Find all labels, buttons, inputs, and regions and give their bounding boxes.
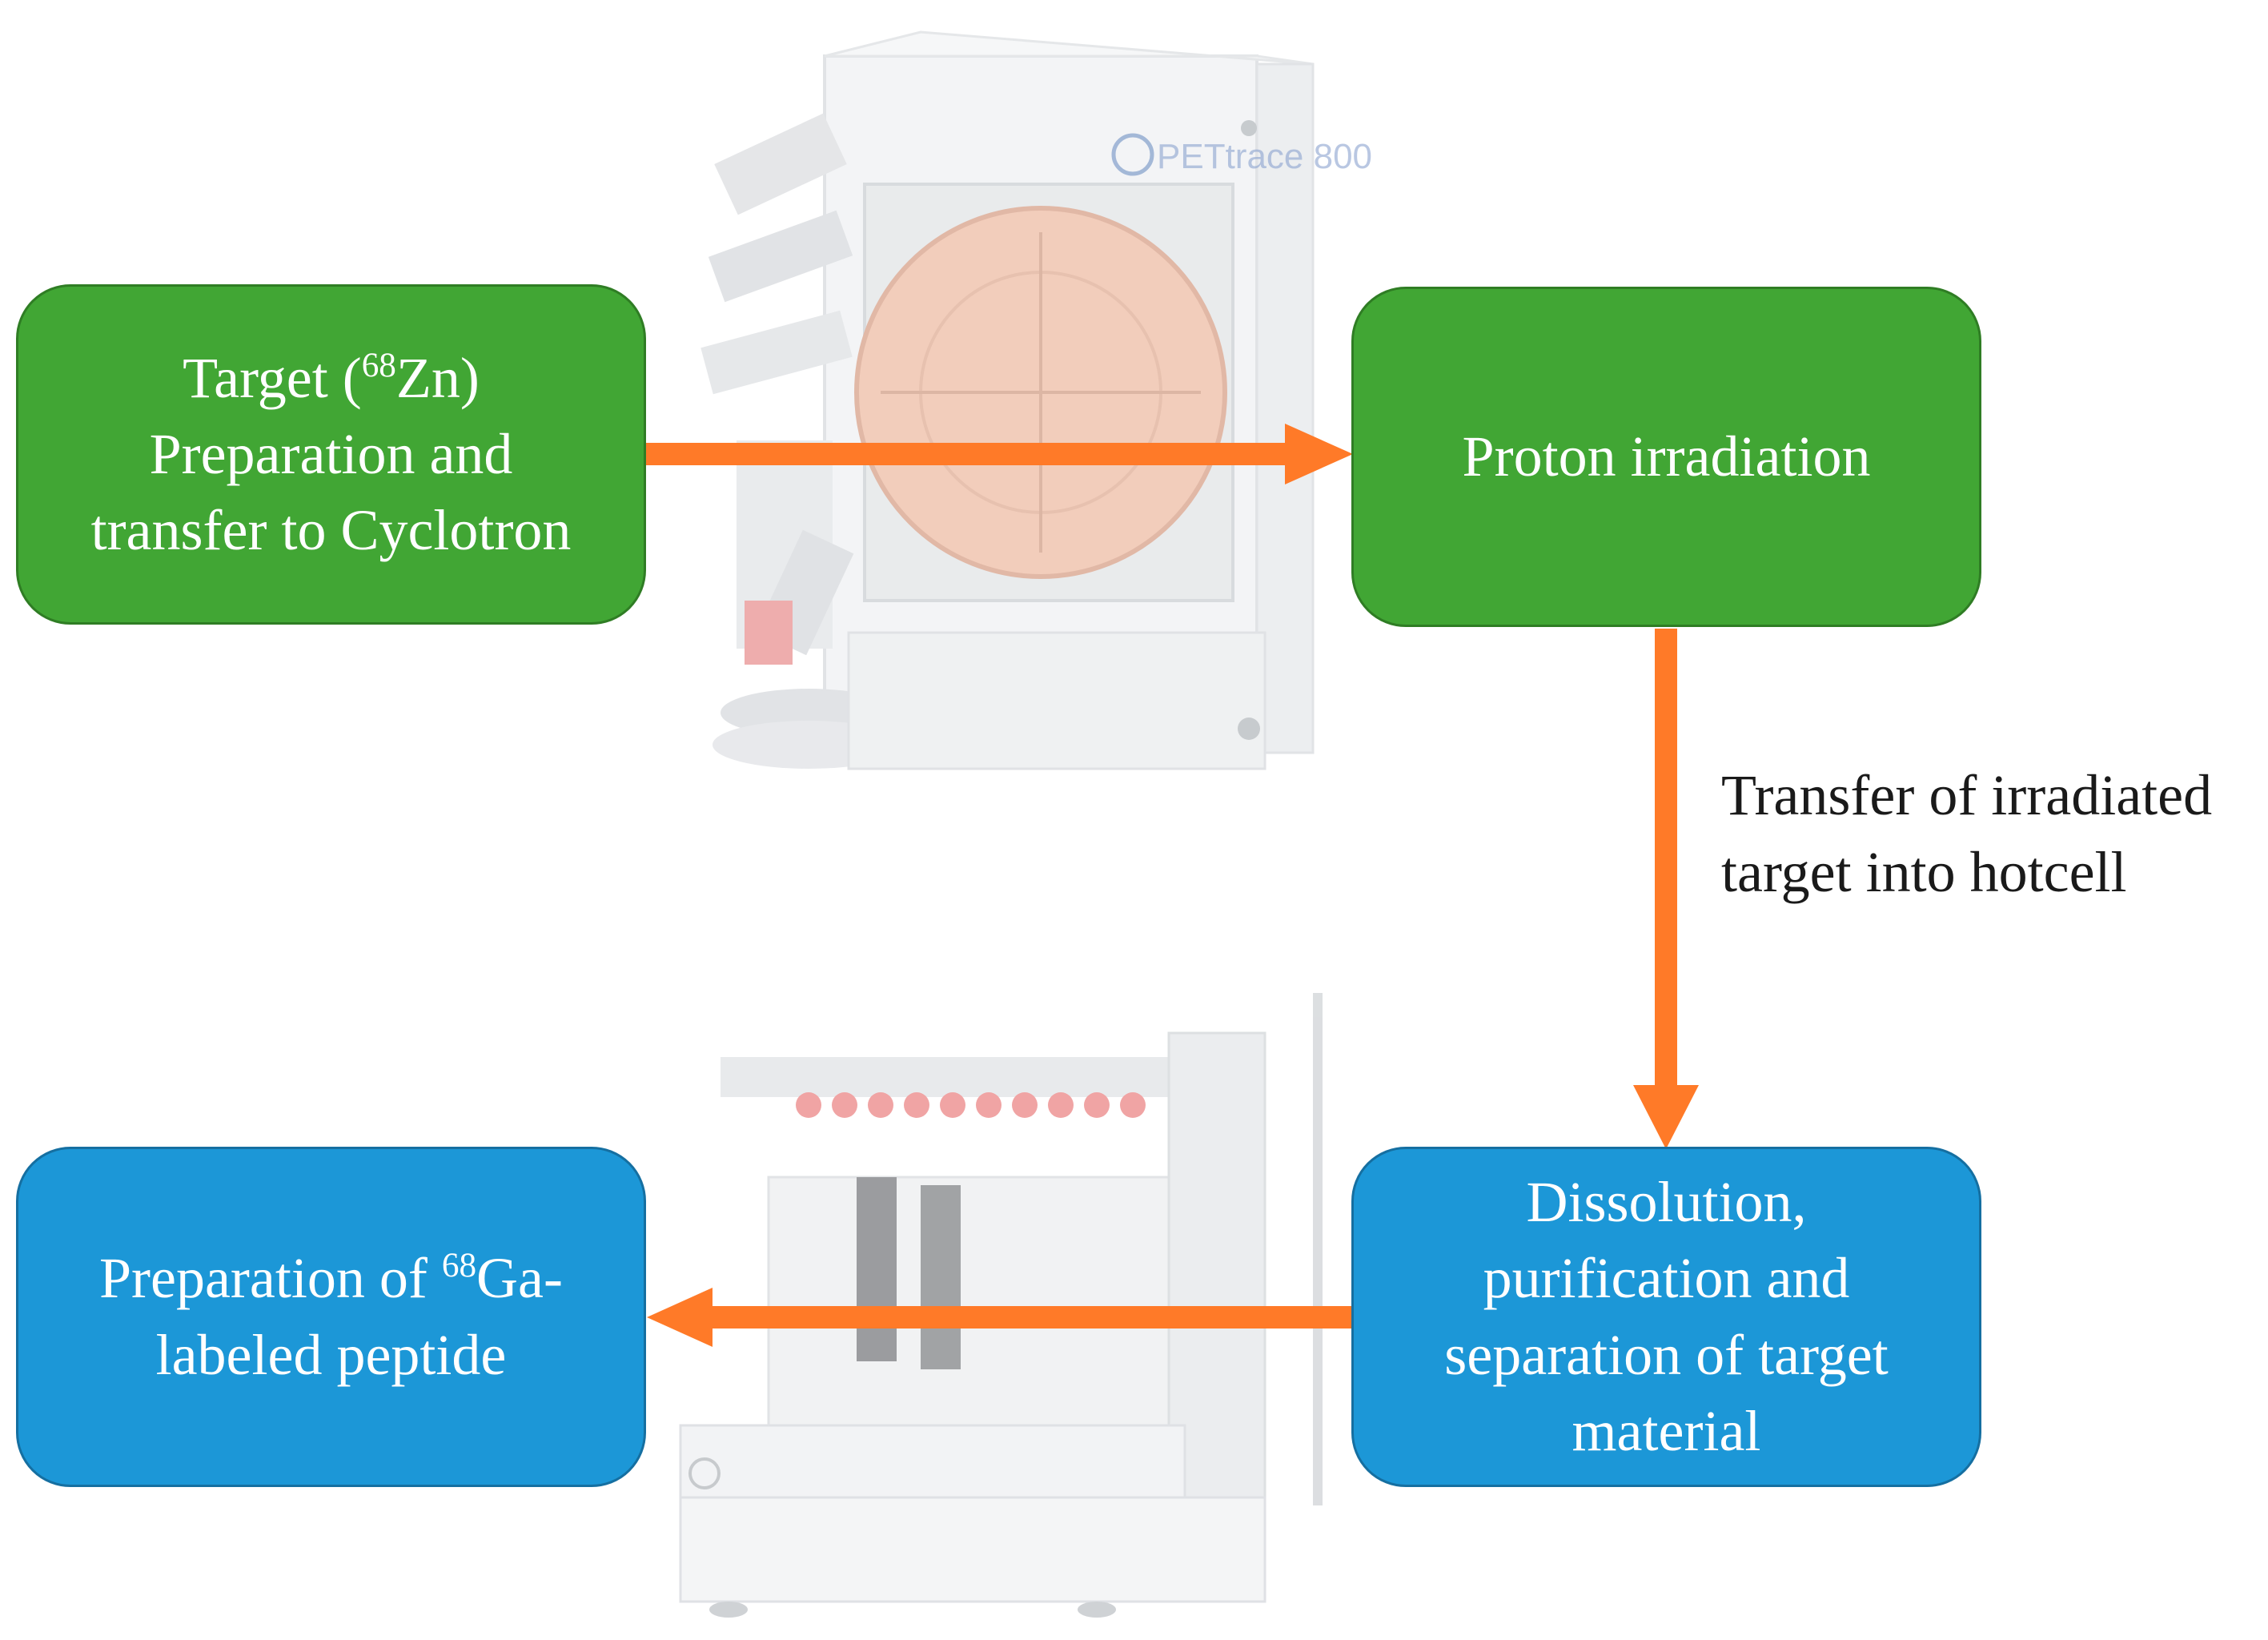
synthesis-module-illustration [679, 993, 1323, 1618]
target-preparation-box: Target (68Zn) Preparation and transfer t… [16, 284, 646, 625]
transfer-arrow-label: Transfer of irradiated target into hotce… [1721, 757, 2212, 911]
dissolution-line2: purification and [1483, 1246, 1850, 1311]
cyclotron-illustration: PETtrace 800 [700, 30, 1372, 770]
dissolution-line3: separation of target [1444, 1322, 1889, 1387]
dissolution-box: Dissolution, purification and separation… [1351, 1147, 1981, 1487]
arrow-irradiation-to-dissolution [1633, 629, 1699, 1149]
ge-logo: PETtrace 800 [1111, 133, 1372, 176]
target-preparation-line2: Preparation and [149, 421, 513, 486]
target-preparation-line3: transfer to Cyclotron [90, 498, 572, 563]
arrow-target-to-irradiation [644, 424, 1353, 484]
arrow-dissolution-to-ga-preparation [647, 1288, 1355, 1347]
dissolution-line1: Dissolution, [1526, 1170, 1807, 1235]
proton-irradiation-box: Proton irradiation [1351, 287, 1981, 627]
target-preparation-line1: Target (68Zn) [183, 345, 480, 410]
ga-peptide-preparation-box: Preparation of 68Ga- labeled peptide [16, 1147, 646, 1487]
proton-irradiation-label: Proton irradiation [1462, 424, 1871, 488]
ga-preparation-line2: labeled peptide [155, 1322, 507, 1387]
cyclotron-badge: PETtrace 800 [1157, 137, 1372, 176]
dissolution-line4: material [1572, 1398, 1761, 1463]
ga-preparation-line1: Preparation of 68Ga- [99, 1246, 563, 1311]
transfer-label-line1: Transfer of irradiated [1721, 763, 2213, 827]
transfer-label-line2: target into hotcell [1721, 840, 2127, 905]
